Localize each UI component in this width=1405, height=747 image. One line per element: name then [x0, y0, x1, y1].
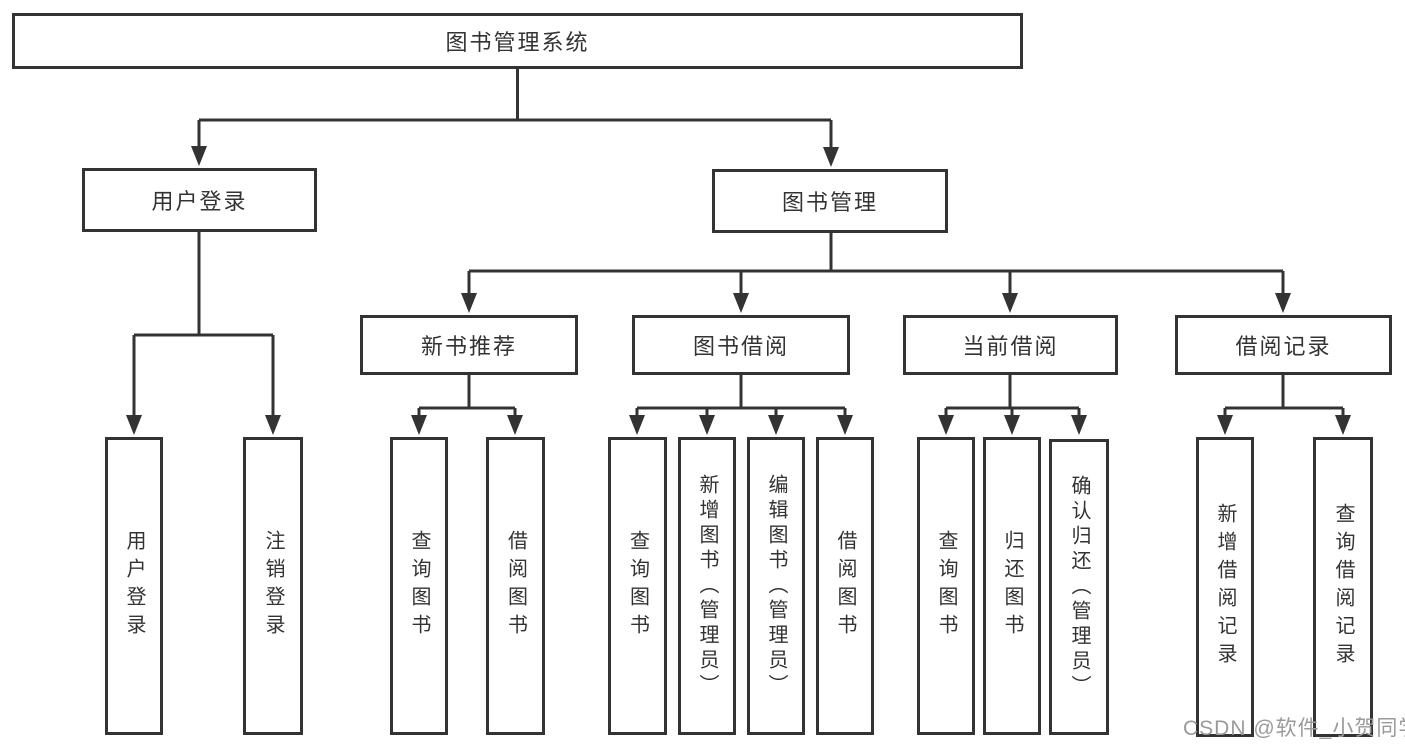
- node-current-borrowing: 当前借阅: [903, 315, 1118, 375]
- node-book-management: 图书管理: [712, 169, 948, 233]
- leaf-borrow-books-recommend: 借阅图书: [486, 437, 545, 735]
- node-book-borrowing: 图书借阅: [632, 315, 850, 375]
- leaf-user-login: 用户登录: [105, 437, 163, 735]
- node-user-login: 用户登录: [82, 168, 317, 232]
- node-library-management-system: 图书管理系统: [12, 13, 1023, 69]
- leaf-logout-login: 注销登录: [243, 437, 303, 735]
- leaf-return-books: 归还图书: [983, 437, 1041, 735]
- node-new-book-recommendation: 新书推荐: [360, 315, 578, 375]
- leaf-confirm-return-admin: 确认归还（管理员）: [1049, 439, 1109, 735]
- node-borrowing-records: 借阅记录: [1175, 315, 1392, 375]
- leaf-add-borrow-record: 新增借阅记录: [1196, 437, 1254, 737]
- leaf-borrow-books-borrowing: 借阅图书: [816, 437, 874, 735]
- leaf-edit-books-admin: 编辑图书（管理员）: [747, 437, 805, 735]
- leaf-query-borrow-record: 查询借阅记录: [1313, 437, 1373, 737]
- leaf-add-books-admin: 新增图书（管理员）: [678, 437, 736, 735]
- watermark-text: CSDN @软件_小贺同学: [1183, 717, 1405, 740]
- leaf-query-books-borrowing: 查询图书: [608, 437, 667, 735]
- leaf-query-books-recommend: 查询图书: [390, 437, 448, 735]
- leaf-query-books-current: 查询图书: [917, 437, 975, 735]
